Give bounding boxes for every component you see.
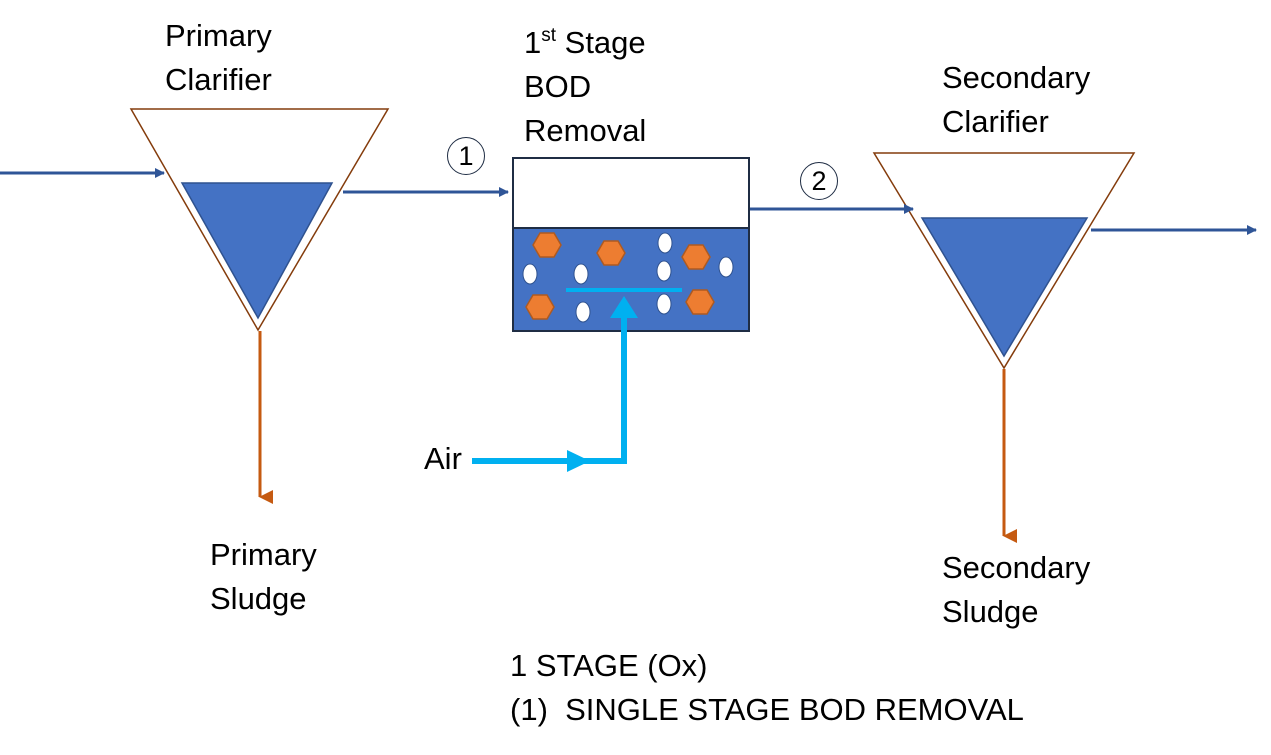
air-bubble [573,263,589,285]
air-bubble [522,263,538,285]
biomass-hexagon [532,232,562,258]
air-bubble [656,260,672,282]
reactor-headspace [512,157,750,229]
biomass-hexagon [685,289,715,315]
primary-clarifier-water [180,182,334,320]
caption: 1 STAGE (Ox) (1) SINGLE STAGE BOD REMOVA… [510,644,1024,732]
biomass-hexagon [525,294,555,320]
caption-line-2: (1) SINGLE STAGE BOD REMOVAL [510,692,1024,727]
air-arrow-head [610,296,638,318]
air-bubble [656,293,672,315]
air-bubble [718,256,734,278]
air-supply-line [472,296,638,472]
secondary-clarifier-water [920,217,1089,358]
stream-number-1: 1 [447,137,485,175]
air-arrow-head [567,450,590,472]
secondary-sludge-label: Secondary Sludge [942,550,1091,629]
stage-label: 1st Stage BOD Removal [524,25,647,148]
secondary-clarifier-label: Secondary Clarifier [942,60,1091,139]
stream-number-2: 2 [800,162,838,200]
air-bubbles [522,232,734,323]
caption-line-1: 1 STAGE (Ox) [510,648,708,683]
primary-sludge-label: Primary Sludge [210,537,317,616]
biomass-hexagons [525,232,715,320]
biomass-hexagon [681,244,711,270]
biomass-hexagon [596,240,626,266]
air-bubble [575,301,591,323]
air-label: Air [424,441,462,476]
primary-clarifier-label: Primary Clarifier [165,18,272,97]
air-bubble [657,232,673,254]
